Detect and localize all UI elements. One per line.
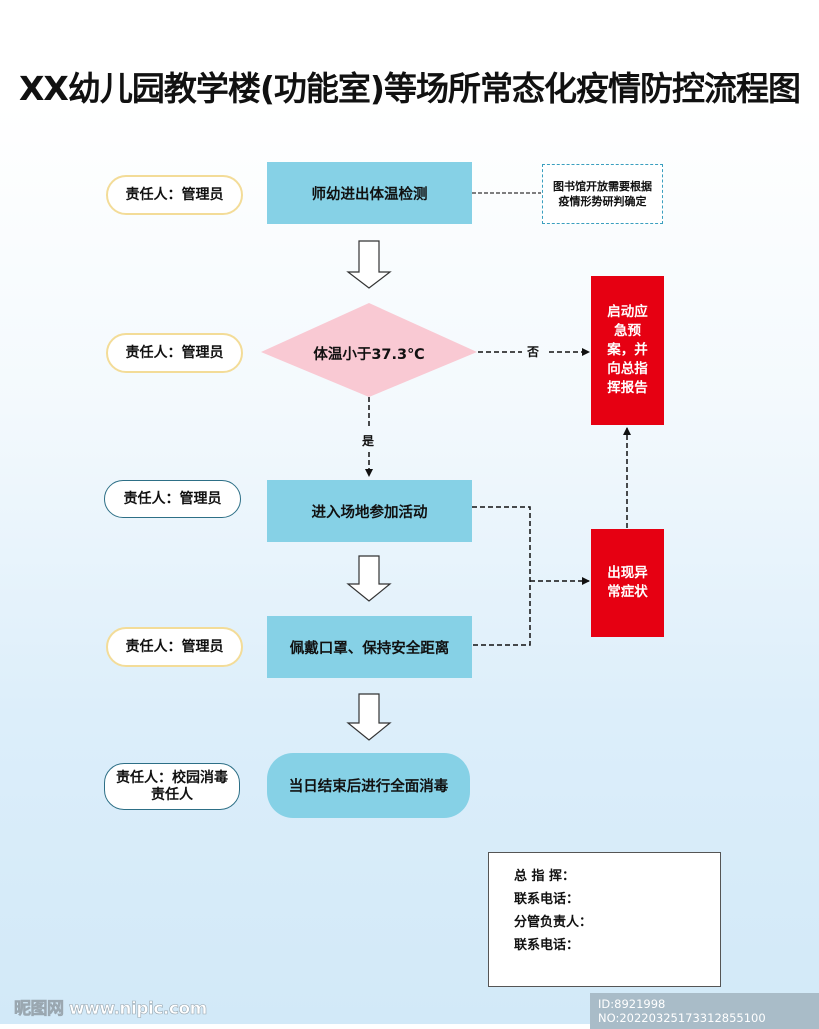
edge-label-yes: 是 bbox=[362, 434, 375, 448]
contact-row-supervisor: 分管负责人： bbox=[514, 915, 593, 930]
library-note: 图书馆开放需要根据疫情形势研判确定 bbox=[542, 164, 663, 224]
step-disinfect: 当日结束后进行全面消毒 bbox=[267, 753, 470, 818]
step-temperature-check: 师幼进出体温检测 bbox=[267, 162, 472, 224]
emergency-plan-box: 启动应急预案，并向总指挥报告 bbox=[591, 276, 664, 425]
responsible-badge: 责任人：管理员 bbox=[106, 627, 243, 667]
contact-row-commander: 总 指 挥： bbox=[514, 869, 576, 884]
contact-row-phone: 联系电话： bbox=[514, 892, 580, 907]
step-wear-mask: 佩戴口罩、保持安全距离 bbox=[267, 616, 472, 678]
responsible-badge: 责任人：校园消毒责任人 bbox=[104, 763, 240, 810]
edge-label-no: 否 bbox=[527, 345, 540, 359]
responsible-badge: 责任人：管理员 bbox=[106, 175, 243, 215]
down-arrow-icon bbox=[346, 555, 392, 602]
decision-diamond bbox=[261, 303, 477, 397]
watermark-id: ID:8921998 NO:20220325173312855100 bbox=[590, 993, 819, 1029]
step-enter-venue: 进入场地参加活动 bbox=[267, 480, 472, 542]
watermark-left: 昵图网 www.nipic.com bbox=[14, 999, 208, 1020]
dashed-connector bbox=[472, 506, 531, 646]
abnormal-symptom-box: 出现异常症状 bbox=[591, 529, 664, 637]
down-arrow-icon bbox=[346, 240, 392, 289]
responsible-badge: 责任人：管理员 bbox=[106, 333, 243, 373]
responsible-badge: 责任人：管理员 bbox=[104, 480, 241, 518]
contact-row-phone: 联系电话： bbox=[514, 938, 580, 953]
page-title: XX幼儿园教学楼(功能室)等场所常态化疫情防控流程图 bbox=[18, 69, 801, 108]
contact-info-box: 总 指 挥： 联系电话： 分管负责人： 联系电话： bbox=[488, 852, 721, 987]
decision-label: 体温小于37.3℃ bbox=[313, 347, 425, 363]
down-arrow-icon bbox=[346, 693, 392, 741]
